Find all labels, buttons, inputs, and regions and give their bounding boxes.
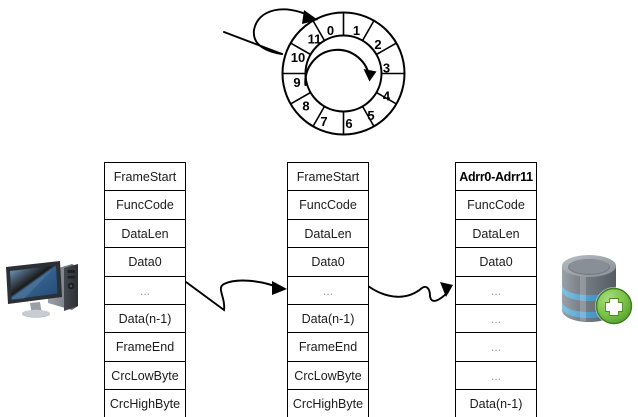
frame-row: CrcLowByte xyxy=(288,361,368,391)
ring-slot-9: 9 xyxy=(293,75,300,90)
frame-row: FrameStart xyxy=(105,163,185,192)
frame-row: FrameStart xyxy=(288,163,368,192)
frame-row: FuncCode xyxy=(105,191,185,220)
frame-row: ... xyxy=(105,276,185,305)
frame-row: FrameEnd xyxy=(105,333,185,362)
frame-row: ... xyxy=(456,361,536,391)
database-add-icon xyxy=(556,250,636,328)
frame-row: CrcHighByte xyxy=(288,390,368,417)
frame-row: Data(n-1) xyxy=(105,304,185,334)
frame-row: FuncCode xyxy=(456,191,536,220)
frame-row: Data(n-1) xyxy=(456,390,536,417)
ring-slot-4: 4 xyxy=(383,89,391,104)
frame-row: FrameEnd xyxy=(288,333,368,362)
ring-slot-8: 8 xyxy=(302,99,309,114)
frame-table-received: FrameStart FuncCode DataLen Data0 ... Da… xyxy=(287,162,369,417)
frame-row: Data0 xyxy=(288,248,368,277)
ring-slot-0: 0 xyxy=(327,23,334,38)
add-badge-icon xyxy=(595,287,633,325)
ring-slot-7: 7 xyxy=(320,114,327,129)
ring-slot-6: 6 xyxy=(345,116,352,131)
frame-row: Data0 xyxy=(456,248,536,277)
ring-slot-3: 3 xyxy=(383,61,390,76)
desktop-computer-icon xyxy=(4,253,84,321)
frame-row: ... xyxy=(456,276,536,305)
frame-row: ... xyxy=(456,304,536,334)
clockwise-rotation-arrow-icon xyxy=(304,48,377,87)
ring-slot-2: 2 xyxy=(374,37,381,52)
frame-row: Data0 xyxy=(105,248,185,277)
frame-row: Data(n-1) xyxy=(288,304,368,334)
frame-row: FuncCode xyxy=(288,191,368,220)
frame-row: DataLen xyxy=(105,219,185,249)
frame-table-source: FrameStart FuncCode DataLen Data0 ... Da… xyxy=(104,162,186,417)
curved-arrow-into-ring-icon xyxy=(223,2,344,72)
frame-row: CrcHighByte xyxy=(105,390,185,417)
frame-row: ... xyxy=(288,276,368,305)
frame-row: DataLen xyxy=(288,219,368,249)
frame-table-stored: Adrr0-Adrr11 FuncCode DataLen Data0 ... … xyxy=(455,162,537,417)
circular-ring-buffer: 0 1 2 3 4 5 6 7 8 9 10 11 xyxy=(281,11,406,136)
ring-slot-11: 11 xyxy=(308,32,322,47)
frame-address-header: Adrr0-Adrr11 xyxy=(456,163,536,192)
frame-row: CrcLowByte xyxy=(105,361,185,391)
ring-slot-1: 1 xyxy=(353,23,360,38)
curved-arrow-right-icon xyxy=(185,268,294,324)
frame-row: DataLen xyxy=(456,219,536,249)
wavy-arrow-right-icon xyxy=(367,272,460,322)
frame-row: ... xyxy=(456,333,536,362)
ring-slot-5: 5 xyxy=(367,108,374,123)
ring-slot-10: 10 xyxy=(291,50,305,65)
